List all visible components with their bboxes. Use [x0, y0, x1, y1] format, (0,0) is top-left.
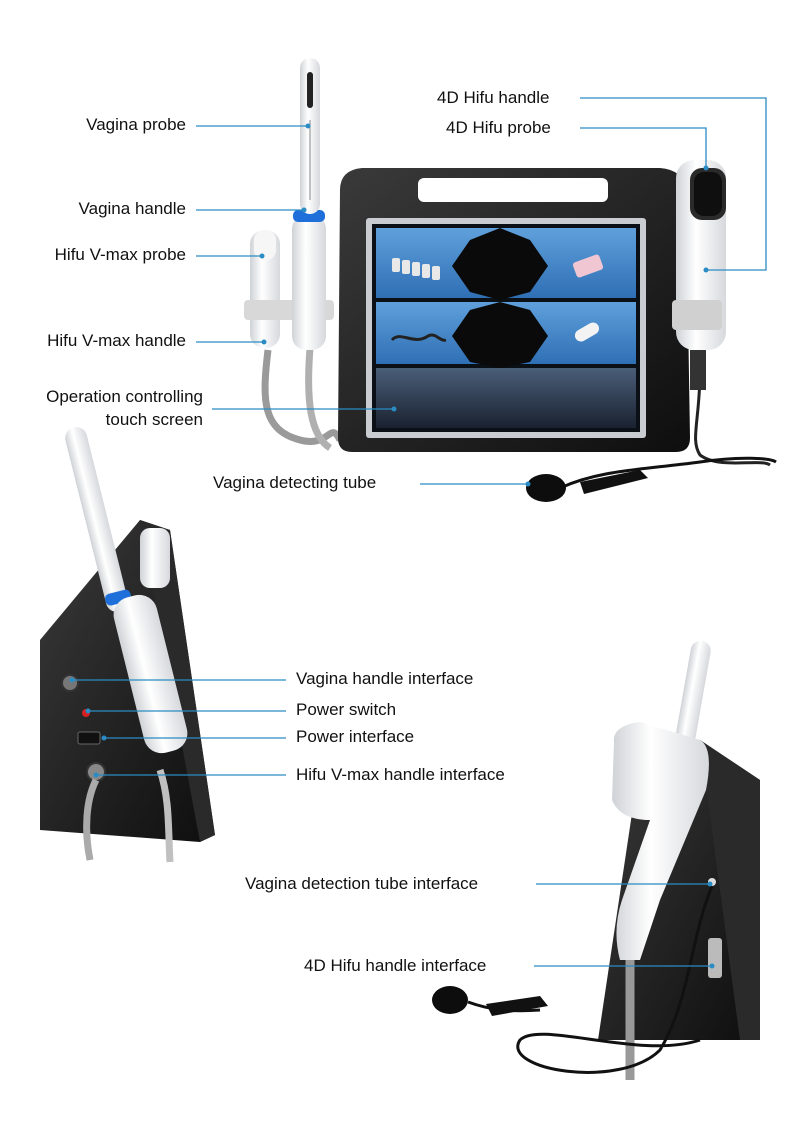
label-vagina-handle-interface: Vagina handle interface — [296, 669, 474, 688]
label-touch-screen-line1: Operation controlling — [46, 387, 203, 406]
cartridges-icon — [392, 258, 440, 280]
port-vagina-handle — [61, 674, 79, 692]
handle-icon — [574, 322, 600, 342]
label-power-interface: Power interface — [296, 727, 415, 746]
label-touch-screen: Operation controlling touch screen — [46, 385, 203, 431]
label-hifu-vmax-handle-interface: Hifu V-max handle interface — [296, 765, 505, 784]
hifu4d-probe — [694, 172, 722, 216]
side-view-left — [40, 426, 215, 863]
hifu4d-cable — [694, 369, 771, 467]
label-power-switch: Power switch — [296, 700, 397, 719]
port-power-interface — [77, 731, 101, 745]
rear-view-right — [432, 640, 760, 1080]
label-hifu-vmax-handle: Hifu V-max handle — [47, 331, 186, 350]
leader-lines — [72, 97, 767, 967]
rear-right-side — [700, 740, 760, 1040]
side-left-vagina-handle — [113, 594, 188, 754]
vmax-cable — [261, 349, 344, 445]
leader-dots — [69, 123, 715, 969]
label-hifu-vmax-probe: Hifu V-max probe — [54, 245, 186, 264]
rear-right-bulb — [432, 986, 468, 1014]
detecting-tube-line — [559, 456, 777, 490]
label-4d-hifu-handle-interface: 4D Hifu handle interface — [304, 956, 487, 975]
rear-right-tube — [516, 885, 714, 1074]
side-left-vagina-probe — [65, 426, 128, 612]
side-left-cable-2 — [156, 768, 174, 863]
label-4d-hifu-handle: 4D Hifu handle — [437, 88, 550, 107]
side-left-bezel — [140, 520, 215, 842]
rear-right-hifu4d-handle — [612, 722, 709, 960]
screen-floor — [376, 368, 636, 428]
port-hifu-vmax — [86, 762, 106, 782]
hifu4d-strain-relief — [690, 350, 706, 390]
hifu-vmax-probe — [254, 230, 276, 260]
label-vagina-handle: Vagina handle — [78, 199, 186, 218]
carry-handle — [418, 178, 608, 202]
label-4d-hifu-probe: 4D Hifu probe — [446, 118, 551, 137]
detecting-tube-bulb — [526, 474, 566, 502]
side-left-hifu4d — [140, 528, 170, 588]
port-hifu4d — [708, 938, 722, 978]
screen-diamond-bottom — [452, 302, 548, 368]
screen-diamond-top — [452, 228, 548, 300]
vagina-handle — [292, 215, 326, 350]
rear-right-probe — [486, 996, 548, 1016]
detecting-tube-probe — [580, 470, 648, 494]
rear-right-vagina-probe — [675, 640, 711, 750]
label-vagina-detecting-tube: Vagina detecting tube — [213, 473, 377, 492]
vagina-cable — [305, 347, 333, 451]
label-touch-screen-line2: touch screen — [105, 410, 203, 429]
label-vagina-probe: Vagina probe — [86, 115, 186, 134]
handle-holder-right — [672, 300, 722, 330]
vagina-probe-window — [307, 72, 313, 108]
cable-icon — [390, 333, 447, 342]
side-left-cable-1 — [83, 778, 100, 861]
vagina-probe-icon — [572, 254, 604, 278]
label-vagina-detection-tube-interface: Vagina detection tube interface — [245, 874, 479, 893]
main-device-front — [244, 58, 777, 502]
vagina-handle-ring — [293, 210, 325, 222]
